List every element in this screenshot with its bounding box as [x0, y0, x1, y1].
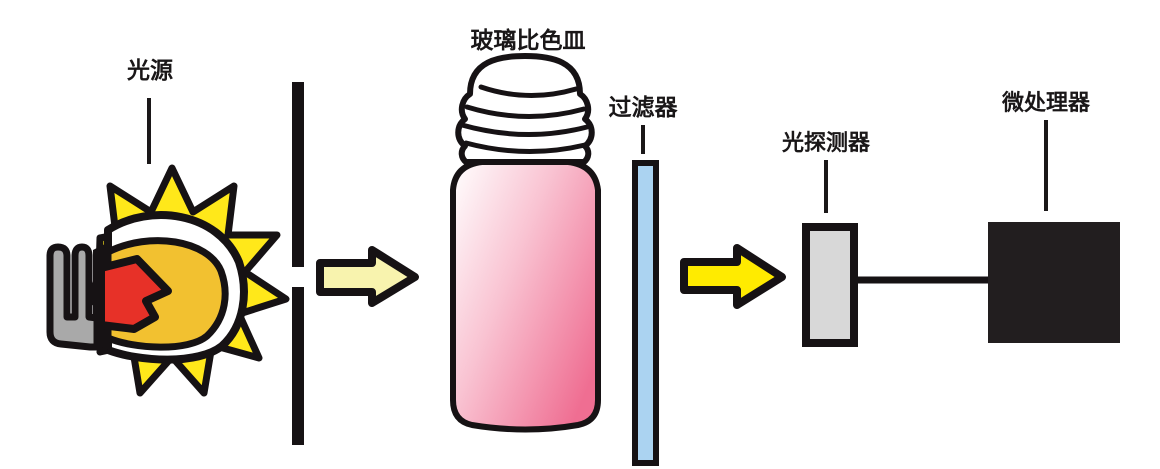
light-source-group: 光源	[46, 57, 290, 397]
beam-arrow-1-icon	[316, 246, 419, 307]
filter-strip-icon	[632, 160, 659, 466]
cuvette-label: 玻璃比色皿	[471, 27, 586, 53]
microprocessor-group: 微处理器	[988, 90, 1120, 343]
slit-group	[292, 82, 304, 445]
detector-group: 光探测器	[781, 130, 871, 347]
cap-thread-line-1	[478, 84, 579, 98]
filament-icon	[97, 255, 172, 333]
filter-group: 过滤器	[609, 94, 679, 466]
microprocessor-box-icon	[988, 222, 1120, 343]
beam-arrow-2-icon	[680, 244, 786, 309]
microprocessor-label: 微处理器	[1001, 90, 1091, 115]
cap-thread-line-3	[459, 122, 590, 137]
slit-top-bar	[292, 82, 304, 267]
cuvette-body-icon	[450, 159, 601, 433]
filter-label: 过滤器	[609, 94, 679, 120]
detector-box-icon	[802, 223, 858, 347]
bulb-base-icon	[46, 243, 101, 351]
detector-label: 光探测器	[781, 130, 871, 155]
cuvette-group: 玻璃比色皿	[450, 27, 601, 433]
cap-thread-line-4	[463, 140, 588, 154]
slit-bottom-bar	[292, 287, 304, 445]
cap-thread-line-2	[464, 104, 587, 120]
light-source-label: 光源	[126, 57, 173, 83]
